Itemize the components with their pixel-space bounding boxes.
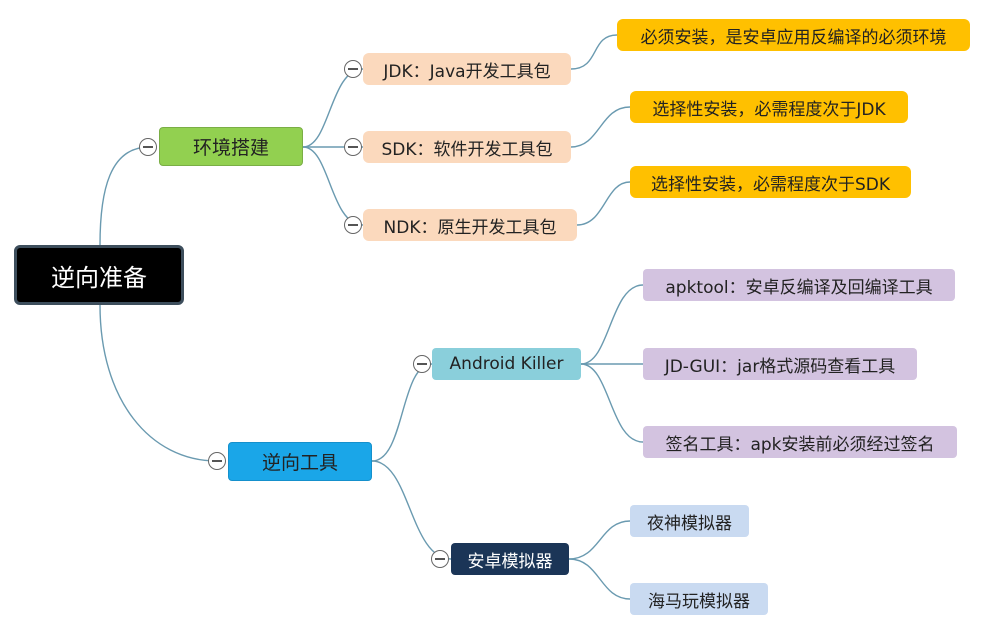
link-tools-emu: [371, 460, 452, 560]
collapse-jdk-icon[interactable]: [344, 60, 362, 78]
link-tools-ak: [371, 363, 433, 462]
node-ndk[interactable]: NDK：原生开发工具包: [363, 209, 577, 241]
item-jd-gui[interactable]: JD-GUI：jar格式源码查看工具: [643, 348, 917, 380]
link-sdk-note: [570, 106, 631, 148]
node-jdk[interactable]: JDK：Java开发工具包: [363, 53, 571, 85]
root-node[interactable]: 逆向准备: [14, 245, 184, 305]
collapse-sdk-icon[interactable]: [344, 138, 362, 156]
link-ak-1: [580, 284, 644, 365]
node-sdk[interactable]: SDK：软件开发工具包: [363, 131, 571, 163]
collapse-ak-icon[interactable]: [413, 355, 431, 373]
link-env-ndk: [302, 146, 364, 226]
link-emu-1: [568, 520, 631, 560]
item-haima-emulator[interactable]: 海马玩模拟器: [630, 583, 768, 615]
collapse-env-icon[interactable]: [139, 138, 157, 156]
link-ak-3: [580, 363, 644, 443]
link-emu-2: [568, 558, 631, 600]
link-ndk-note: [576, 181, 631, 226]
collapse-tools-icon[interactable]: [208, 452, 226, 470]
branch-tools[interactable]: 逆向工具: [228, 442, 372, 481]
link-root-tools: [99, 304, 218, 462]
node-android-killer[interactable]: Android Killer: [432, 348, 581, 380]
item-nox-emulator[interactable]: 夜神模拟器: [630, 505, 749, 537]
item-apktool[interactable]: apktool：安卓反编译及回编译工具: [643, 269, 955, 301]
link-jdk-note: [570, 34, 618, 70]
branch-env[interactable]: 环境搭建: [159, 127, 303, 166]
link-env-jdk: [302, 68, 364, 148]
collapse-emu-icon[interactable]: [431, 550, 449, 568]
note-ndk[interactable]: 选择性安装，必需程度次于SDK: [630, 166, 911, 198]
collapse-ndk-icon[interactable]: [344, 216, 362, 234]
link-root-env: [99, 146, 150, 246]
item-sign-tool[interactable]: 签名工具：apk安装前必须经过签名: [643, 426, 957, 458]
note-jdk[interactable]: 必须安装，是安卓应用反编译的必须环境: [617, 19, 970, 51]
node-emulator[interactable]: 安卓模拟器: [451, 543, 569, 575]
note-sdk[interactable]: 选择性安装，必需程度次于JDK: [630, 91, 908, 123]
